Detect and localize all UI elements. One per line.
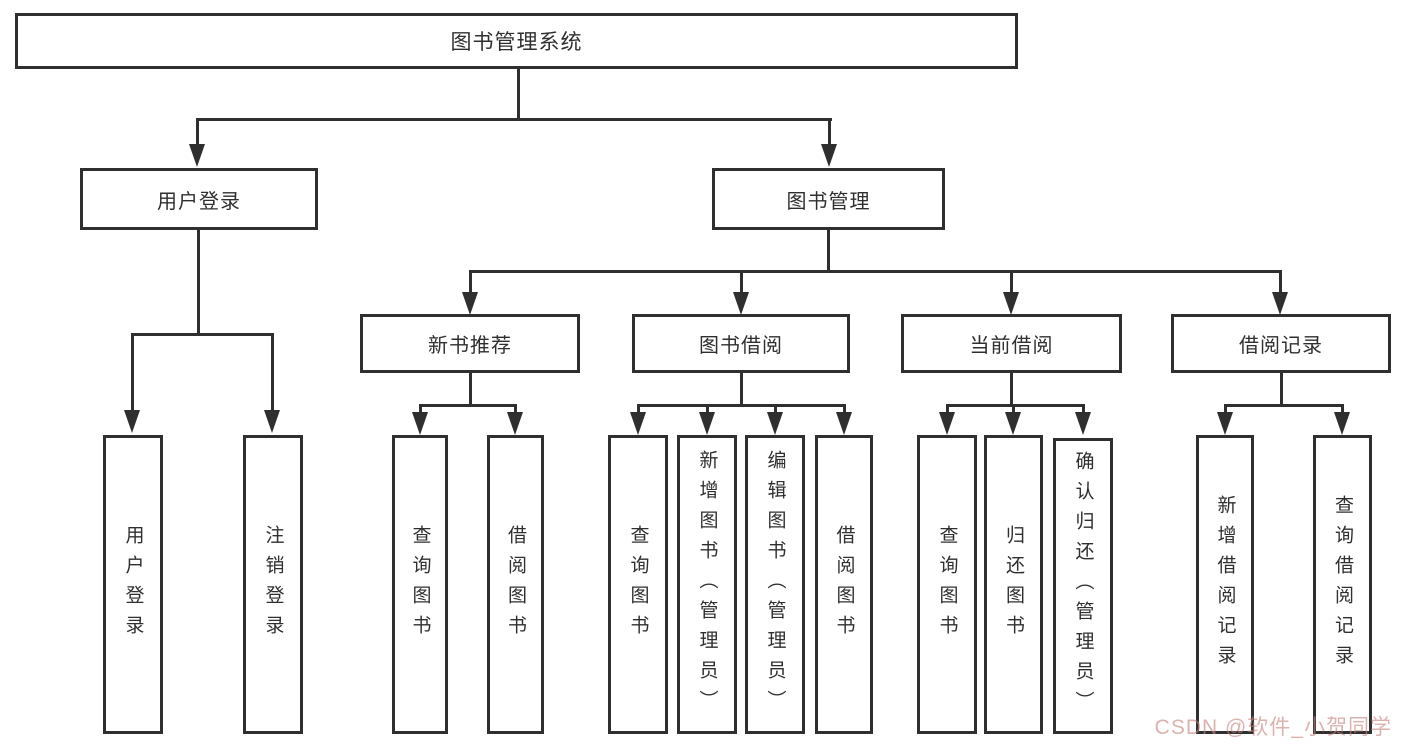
node-current-borrow-label: 当前借阅 xyxy=(969,335,1054,357)
connector-vline xyxy=(517,69,520,119)
arrow-down-icon xyxy=(462,292,478,315)
connector-vline xyxy=(706,404,709,414)
connector-vline xyxy=(1082,404,1085,414)
arrow-down-icon xyxy=(1217,412,1233,435)
connector-hline xyxy=(419,404,517,407)
node-root-system: 图书管理系统 xyxy=(15,13,1018,69)
connector-vline xyxy=(828,118,831,146)
leaf-borrow-book-label: 借阅图书 xyxy=(833,524,855,645)
leaf-query-book-recommend: 查询图书 xyxy=(392,435,448,734)
connector-vline xyxy=(271,333,274,411)
connector-vline xyxy=(514,404,517,414)
connector-vline xyxy=(419,404,422,414)
connector-vline xyxy=(1341,404,1344,414)
leaf-borrow-book-recommend: 借阅图书 xyxy=(487,435,544,734)
leaf-logout-label: 注销登录 xyxy=(262,524,284,645)
connector-vline xyxy=(1224,404,1227,414)
arrow-down-icon xyxy=(767,412,783,435)
leaf-query-book-recommend-label: 查询图书 xyxy=(409,524,431,645)
arrow-down-icon xyxy=(412,412,428,435)
connector-hline xyxy=(637,404,846,407)
connector-vline xyxy=(196,118,199,146)
leaf-user-login: 用户登录 xyxy=(103,435,163,734)
arrow-down-icon xyxy=(939,412,955,435)
arrow-down-icon xyxy=(699,412,715,435)
node-user-login: 用户登录 xyxy=(80,168,318,230)
arrow-down-icon xyxy=(630,412,646,435)
leaf-edit-book-admin: 编辑图书（管理员） xyxy=(745,435,805,734)
connector-vline xyxy=(469,373,472,406)
node-new-book-recommend: 新书推荐 xyxy=(360,314,580,373)
connector-vline xyxy=(946,404,949,414)
leaf-edit-book-admin-label: 编辑图书（管理员） xyxy=(764,449,786,720)
connector-vline xyxy=(774,404,777,414)
arrow-down-icon xyxy=(836,412,852,435)
leaf-query-book-borrow-label: 查询图书 xyxy=(627,524,649,645)
leaf-return-book: 归还图书 xyxy=(984,435,1043,734)
connector-hline xyxy=(469,270,1282,273)
connector-vline xyxy=(637,404,640,414)
node-book-borrow-label: 图书借阅 xyxy=(699,335,783,357)
arrow-down-icon xyxy=(1272,292,1288,315)
connector-vline xyxy=(1279,270,1282,294)
leaf-return-book-label: 归还图书 xyxy=(1003,524,1024,645)
leaf-confirm-return-admin-label: 确认归还（管理员） xyxy=(1072,451,1094,721)
leaf-add-book-admin-label: 新增图书（管理员） xyxy=(696,449,718,720)
arrow-down-icon xyxy=(264,410,280,433)
node-book-borrow: 图书借阅 xyxy=(632,314,850,373)
leaf-add-book-admin: 新增图书（管理员） xyxy=(677,435,737,734)
leaf-query-borrow-record: 查询借阅记录 xyxy=(1313,435,1372,734)
arrow-down-icon xyxy=(821,144,837,167)
node-root-label: 图书管理系统 xyxy=(450,31,583,54)
arrow-down-icon xyxy=(507,412,523,435)
connector-hline xyxy=(196,118,832,121)
arrow-down-icon xyxy=(1005,412,1021,435)
leaf-confirm-return-admin: 确认归还（管理员） xyxy=(1053,438,1113,734)
connector-vline xyxy=(197,230,200,335)
connector-hline xyxy=(1224,404,1344,407)
leaf-query-book-current-label: 查询图书 xyxy=(936,524,958,645)
connector-vline xyxy=(1010,270,1013,294)
arrow-down-icon xyxy=(189,144,205,167)
node-new-book-recommend-label: 新书推荐 xyxy=(428,335,512,357)
connector-vline xyxy=(1280,373,1283,406)
connector-vline xyxy=(827,230,830,272)
connector-vline xyxy=(469,270,472,294)
connector-hline xyxy=(131,333,274,336)
node-borrow-records-label: 借阅记录 xyxy=(1239,335,1323,357)
node-current-borrow: 当前借阅 xyxy=(901,314,1122,373)
leaf-borrow-book-recommend-label: 借阅图书 xyxy=(505,524,526,645)
leaf-add-borrow-record-label: 新增借阅记录 xyxy=(1214,494,1236,675)
leaf-borrow-book: 借阅图书 xyxy=(815,435,873,734)
leaf-query-book-current: 查询图书 xyxy=(917,435,977,734)
arrow-down-icon xyxy=(124,410,140,433)
arrow-down-icon xyxy=(1075,412,1091,435)
leaf-add-borrow-record: 新增借阅记录 xyxy=(1196,435,1254,734)
leaf-logout: 注销登录 xyxy=(243,435,303,734)
arrow-down-icon xyxy=(1334,412,1350,435)
node-borrow-records: 借阅记录 xyxy=(1171,314,1391,373)
leaf-user-login-label: 用户登录 xyxy=(122,524,144,645)
connector-hline xyxy=(946,404,1085,407)
arrow-down-icon xyxy=(733,292,749,315)
csdn-watermark: CSDN @软件_小贺同学 xyxy=(1154,716,1392,739)
connector-vline xyxy=(131,333,134,411)
node-book-management: 图书管理 xyxy=(712,168,945,230)
node-book-management-label: 图书管理 xyxy=(786,190,871,213)
connector-vline xyxy=(1010,373,1013,406)
arrow-down-icon xyxy=(1003,292,1019,315)
leaf-query-book-borrow: 查询图书 xyxy=(608,435,668,734)
connector-vline xyxy=(1012,404,1015,414)
node-user-login-label: 用户登录 xyxy=(157,190,241,213)
connector-vline xyxy=(740,373,743,406)
leaf-query-borrow-record-label: 查询借阅记录 xyxy=(1332,494,1353,675)
connector-vline xyxy=(740,270,743,294)
connector-vline xyxy=(843,404,846,414)
